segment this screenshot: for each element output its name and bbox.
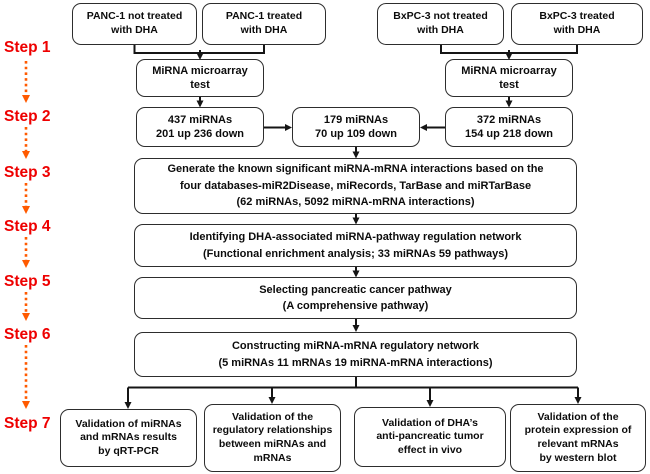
box-validate-western: Validation of the protein expression of … [510, 404, 646, 472]
box-bxpc3-untreated: BxPC-3 not treated with DHA [377, 3, 504, 45]
box-panc1-treated: PANC-1 treated with DHA [202, 3, 326, 45]
step-3-label: Step 3 [4, 164, 51, 181]
branch-rail [128, 377, 578, 389]
box-microarray-bxpc3: MiRNA microarray test [445, 59, 573, 97]
step-5-label: Step 5 [4, 273, 51, 290]
box-mirnas-common: 179 miRNAs 70 up 109 down [292, 107, 420, 147]
box-generate-interactions: Generate the known significant miRNA-mRN… [134, 158, 577, 214]
step-1-label: Step 1 [4, 39, 51, 56]
step-6-label: Step 6 [4, 326, 51, 343]
box-construct-network: Constructing miRNA-mRNA regulatory netwo… [134, 332, 577, 377]
box-mirnas-bxpc3: 372 miRNAs 154 up 218 down [445, 107, 573, 147]
box-mirnas-panc1: 437 miRNAs 201 up 236 down [136, 107, 264, 147]
box-validate-qrtpcr: Validation of miRNAs and mRNAs results b… [60, 409, 197, 467]
box-bxpc3-treated: BxPC-3 treated with DHA [511, 3, 643, 45]
box-select-pathway: Selecting pancreatic cancer pathway (A c… [134, 277, 577, 319]
box-validate-invivo: Validation of DHA’s anti-pancreatic tumo… [354, 407, 506, 467]
box-validate-regulatory: Validation of the regulatory relationshi… [204, 404, 341, 472]
box-panc1-untreated: PANC-1 not treated with DHA [72, 3, 197, 45]
step-4-label: Step 4 [4, 218, 51, 235]
step-7-label: Step 7 [4, 415, 51, 432]
step-2-label: Step 2 [4, 108, 51, 125]
box-identify-network: Identifying DHA-associated miRNA-pathway… [134, 224, 577, 267]
box-microarray-panc1: MiRNA microarray test [136, 59, 264, 97]
